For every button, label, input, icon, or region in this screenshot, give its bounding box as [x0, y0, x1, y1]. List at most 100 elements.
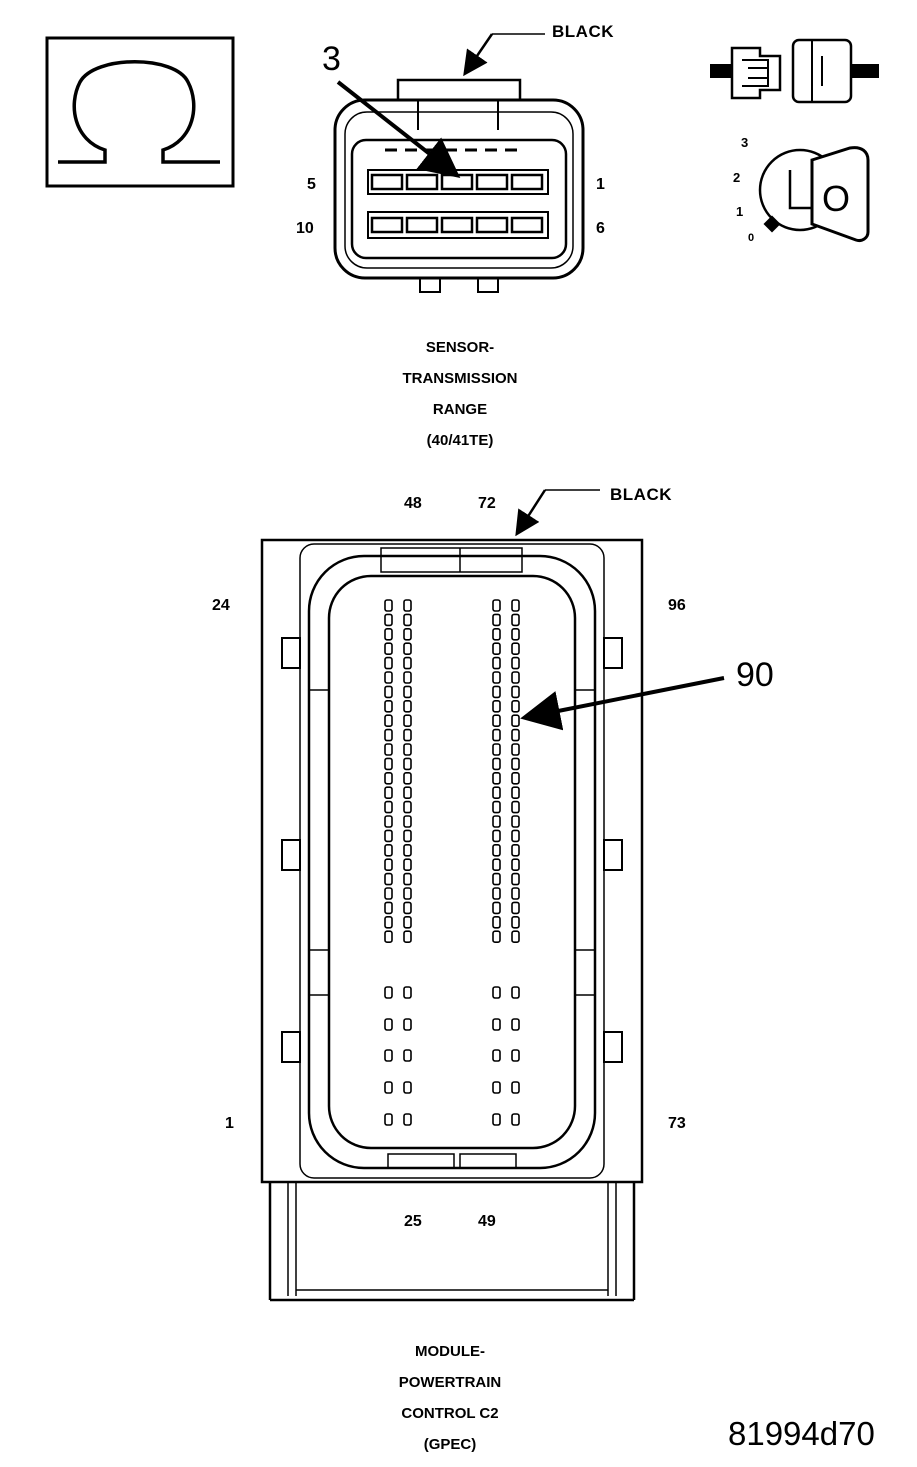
pcm-pin — [511, 887, 520, 900]
pcm-pin — [492, 1049, 501, 1062]
pcm-pin — [492, 613, 501, 627]
connector1-caption-line: RANGE — [432, 401, 488, 418]
pcm-pin — [492, 843, 501, 857]
pcm-pin — [403, 1049, 412, 1062]
pcm-pin — [384, 829, 393, 843]
pcm-pin — [384, 786, 393, 800]
pcm-pin — [403, 671, 412, 684]
pcm-pin — [511, 627, 520, 641]
pcm-pin — [384, 656, 393, 670]
pcm-pin — [511, 685, 520, 699]
pcm-pin — [384, 986, 393, 999]
pcm-pin — [511, 613, 520, 627]
pcm-pin — [492, 771, 501, 785]
pcm-pin — [511, 915, 520, 929]
pcm-pin — [403, 642, 412, 656]
key-position-0: 0 — [748, 232, 755, 244]
pcm-pin — [403, 757, 412, 771]
pcm-pin — [384, 1018, 393, 1031]
pcm-pin — [384, 1049, 393, 1062]
pcm-pin — [384, 685, 393, 699]
pcm-pin — [492, 743, 501, 756]
connector1-pin-label-bottom-right: 6 — [596, 220, 605, 237]
pcm-pin — [511, 757, 520, 771]
pcm-pin — [403, 829, 412, 843]
pcm-pin — [384, 872, 393, 886]
connector2-callout-pin: 90 — [736, 656, 774, 694]
pcm-pin-array — [384, 599, 520, 1126]
pcm-pin — [492, 858, 501, 872]
pcm-pin — [492, 685, 501, 699]
pcm-pin — [492, 915, 501, 929]
pcm-pin — [403, 613, 412, 627]
connector2-pin-label-72: 72 — [478, 495, 496, 512]
connector2-caption-line: POWERTRAIN — [398, 1374, 502, 1391]
pcm-pin — [384, 901, 393, 915]
pcm-pin — [511, 743, 520, 756]
pcm-pin — [511, 829, 520, 843]
pcm-pin — [511, 930, 520, 944]
pcm-pin — [403, 843, 412, 857]
pcm-pin — [403, 901, 412, 915]
pcm-pin — [492, 887, 501, 900]
pcm-pin — [384, 887, 393, 900]
pcm-pin — [403, 743, 412, 756]
key-position-2: 2 — [733, 170, 741, 185]
connector2-pin-label-73: 73 — [668, 1115, 686, 1132]
pcm-pin — [511, 1081, 520, 1094]
pcm-pin — [384, 714, 393, 728]
pcm-pin — [384, 800, 393, 814]
pcm-pin — [384, 858, 393, 872]
pcm-pin — [384, 915, 393, 929]
pcm-c2-connector — [260, 489, 725, 1302]
pcm-pin — [492, 671, 501, 684]
pcm-pin — [384, 771, 393, 785]
key-label: O — [822, 178, 851, 219]
pcm-pin — [403, 728, 412, 742]
pcm-pin — [492, 757, 501, 771]
pcm-pin — [492, 1018, 501, 1031]
pcm-pin — [511, 872, 520, 886]
ignition-key-icon — [758, 146, 870, 242]
pcm-pin — [384, 1113, 393, 1126]
pcm-pin — [384, 671, 393, 684]
pcm-pin — [403, 771, 412, 785]
pcm-pin — [403, 930, 412, 944]
pcm-pin — [492, 699, 501, 713]
pcm-pin — [403, 1081, 412, 1094]
pcm-pin — [492, 815, 501, 828]
pcm-pin — [492, 872, 501, 886]
pcm-pin — [511, 858, 520, 872]
pcm-pin — [384, 815, 393, 828]
pcm-pin — [384, 743, 393, 756]
pcm-pin — [511, 1049, 520, 1062]
pcm-pin — [403, 872, 412, 886]
pcm-pin — [403, 986, 412, 999]
pcm-pin — [384, 728, 393, 742]
pcm-pin — [403, 800, 412, 814]
pcm-pin — [492, 627, 501, 641]
pcm-pin — [384, 613, 393, 627]
pcm-pin — [384, 757, 393, 771]
pcm-pin — [384, 699, 393, 713]
pcm-pin — [492, 1113, 501, 1126]
pcm-pin — [492, 930, 501, 944]
pcm-pin — [511, 815, 520, 828]
pcm-pin — [403, 1113, 412, 1126]
pcm-pin — [511, 986, 520, 999]
connector1-pin-label-bottom-left: 10 — [296, 220, 314, 237]
pcm-pin — [511, 771, 520, 785]
connector1-caption-line: SENSOR- — [425, 339, 495, 356]
connector1-caption-line: (40/41TE) — [426, 432, 494, 449]
pcm-pin — [403, 858, 412, 872]
pcm-pin — [492, 829, 501, 843]
pcm-pin — [384, 642, 393, 656]
connector1-pin-label-top-left: 5 — [307, 176, 316, 193]
pcm-pin — [511, 728, 520, 742]
pcm-pin — [403, 599, 412, 612]
pcm-pin — [511, 843, 520, 857]
pcm-pin — [492, 986, 501, 999]
pcm-pin — [511, 642, 520, 656]
pcm-pin — [384, 627, 393, 641]
